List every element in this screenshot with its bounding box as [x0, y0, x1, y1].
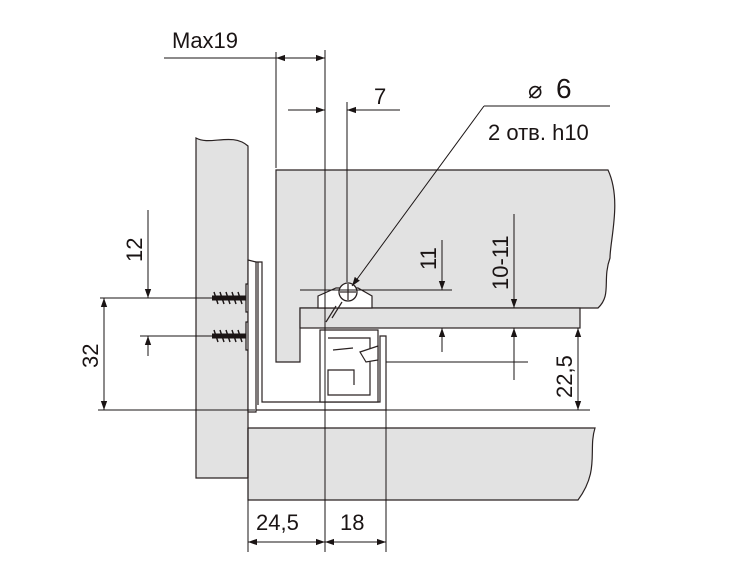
dimension-18: 18 [325, 410, 387, 552]
label-7: 7 [374, 84, 386, 109]
label-12: 12 [122, 238, 147, 262]
label-holes: 2 отв. h10 [488, 120, 589, 145]
dimension-12: 12 [100, 210, 212, 356]
dimension-32: 32 [78, 298, 255, 411]
label-24-5: 24,5 [256, 510, 299, 535]
drawer-side-panel [275, 169, 616, 363]
label-11: 11 [416, 247, 441, 270]
dimension-22-5: 22,5 [386, 328, 590, 411]
leader-hole-callout: ⌀ 6 2 отв. h10 [351, 73, 610, 287]
runner-channel [319, 329, 379, 403]
dimension-24-5: 24,5 [247, 480, 325, 552]
label-diameter-symbol: ⌀ [528, 77, 542, 104]
dimension-11: 11 [300, 240, 452, 352]
label-diameter-value: 6 [556, 73, 572, 104]
label-32: 32 [78, 344, 103, 368]
label-10-11: 10-11 [488, 235, 513, 290]
dimension-7: 7 [288, 84, 400, 282]
label-max19: Max19 [172, 28, 238, 53]
cabinet-side-wall [195, 136, 249, 479]
dimension-max19: Max19 [164, 28, 326, 552]
cabinet-bottom-panel [247, 427, 596, 501]
label-18: 18 [340, 510, 364, 535]
dimension-10-11: 10-11 [488, 214, 518, 380]
runner-profile [254, 261, 387, 411]
label-22-5: 22,5 [552, 355, 577, 398]
drawer-bottom-panel [299, 307, 581, 329]
